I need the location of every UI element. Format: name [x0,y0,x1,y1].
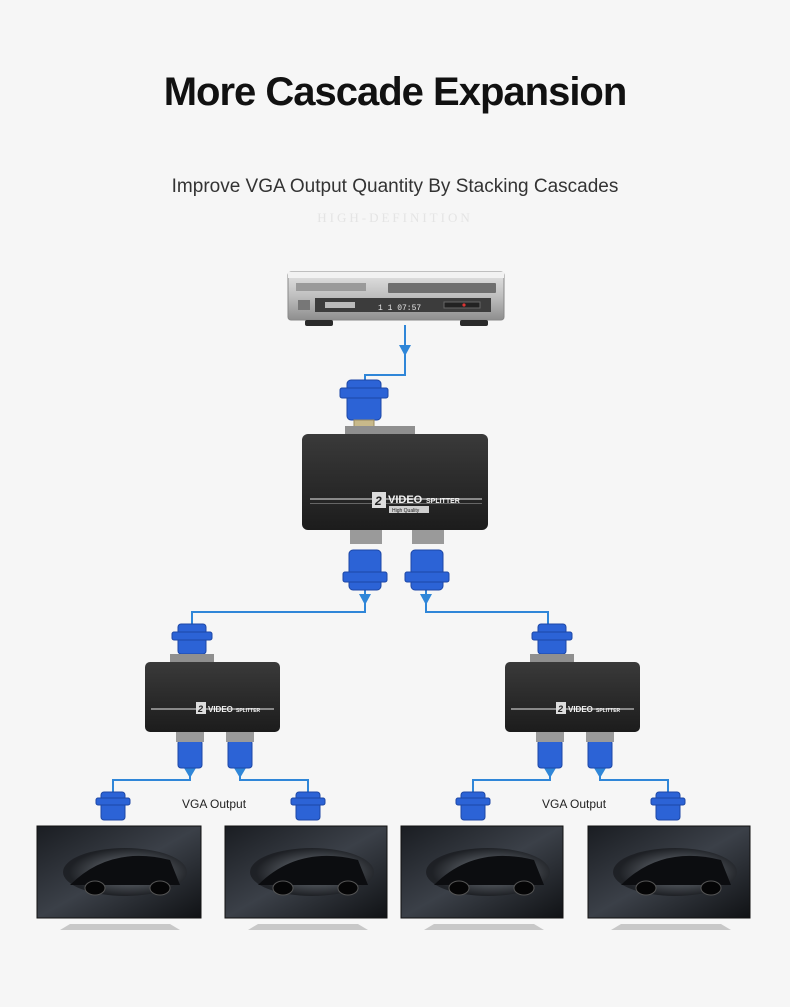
left-splitter-number: 2 [197,704,203,714]
vga-output-label-right: VGA Output [542,797,607,811]
left-video-splitter: 2 VIDEO SPLITTER [145,654,280,742]
vga-connectors [95,379,686,821]
dvd-display: 1 1 07:57 [378,304,421,313]
tagline: HIGH-DEFINITION [317,210,473,225]
right-video-splitter: 2 VIDEO SPLITTER [505,654,640,742]
left-splitter-brand: VIDEO [208,705,233,714]
monitor-4 [587,825,751,930]
monitor-1 [36,825,202,930]
dvd-player: 1 1 07:57 [287,271,505,326]
monitor-3 [400,825,564,930]
right-splitter-brand-small: SPLITTER [596,708,621,714]
left-splitter-brand-small: SPLITTER [236,708,261,714]
main-splitter-number: 2 [374,494,382,508]
page-subtitle: Improve VGA Output Quantity By Stacking … [171,176,619,197]
main-splitter-brand: VIDEO [388,494,423,506]
right-splitter-brand: VIDEO [568,705,593,714]
monitor-2 [224,825,388,930]
right-splitter-number: 2 [557,704,563,714]
cables [112,325,669,792]
main-splitter-badge: High Quality [392,508,420,514]
main-video-splitter: 2 VIDEO SPLITTER High Quality [302,426,488,544]
vga-output-label-left: VGA Output [182,797,247,811]
main-splitter-brand-small: SPLITTER [426,498,460,505]
page-title: More Cascade Expansion [163,70,628,114]
